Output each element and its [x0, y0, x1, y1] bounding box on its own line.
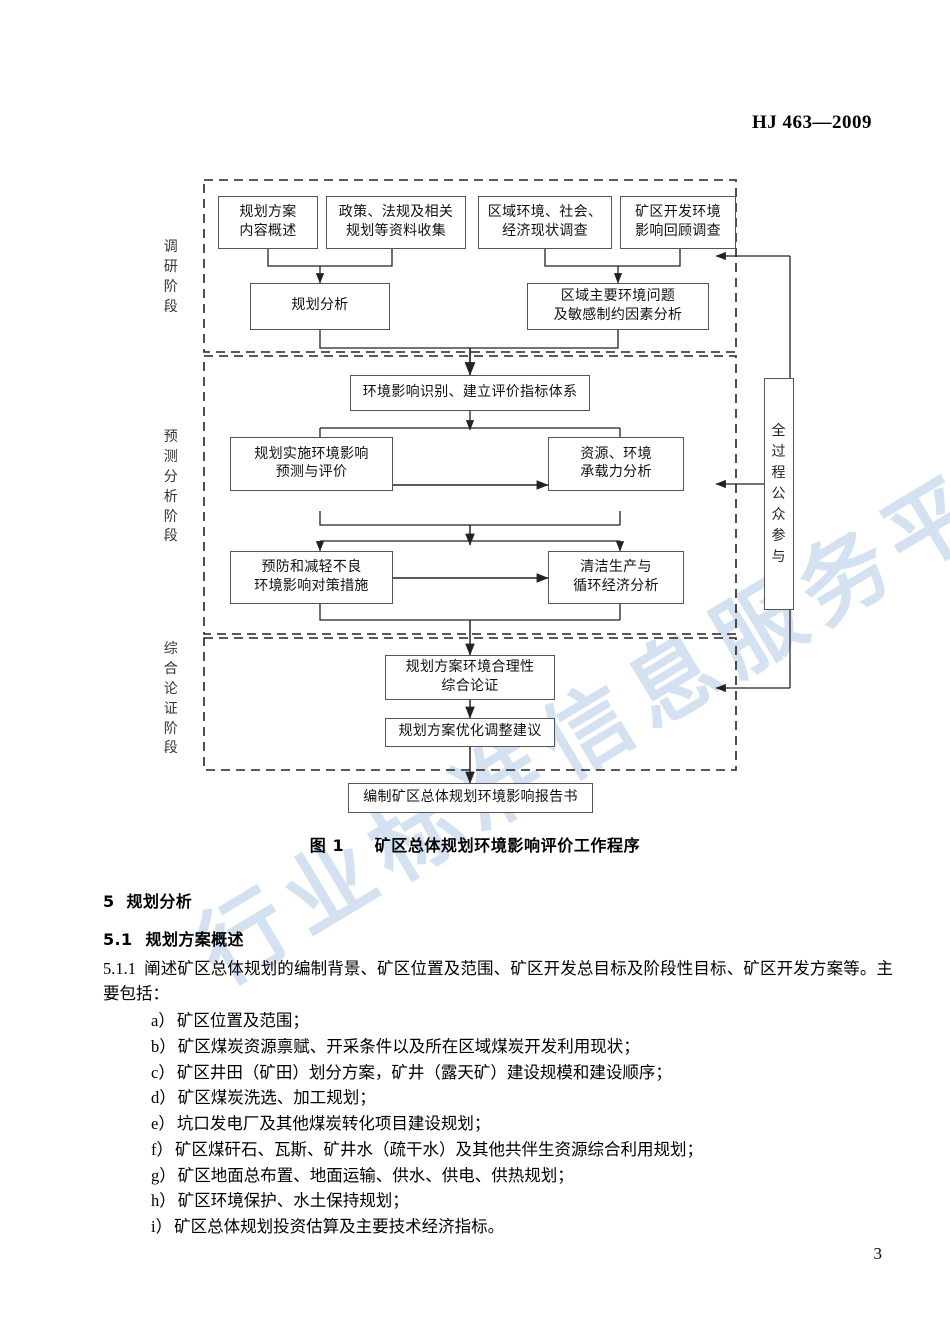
figure-caption: 图 1 矿区总体规划环境影响评价工作程序: [0, 832, 950, 856]
list-item-text: 矿区环境保护、水土保持规划；: [177, 1191, 409, 1211]
heading-section-5-1-title: 规划方案概述: [145, 930, 244, 949]
node-line-1: 预防和减轻不良: [261, 560, 362, 576]
list-item-marker: g）: [151, 1165, 176, 1185]
node-line-2: 及敏感制约因素分析: [553, 307, 683, 323]
node-line-2: 环境影响对策措施: [254, 578, 369, 594]
list-item-text: 矿区煤炭资源禀赋、开采条件以及所在区域煤炭开发利用现状；: [177, 1036, 640, 1056]
node-line-1: 政策、法规及相关: [338, 205, 454, 221]
node-line-2: 循环经济分析: [573, 578, 659, 594]
stage-label-comprehensive: 综合论证阶段: [163, 642, 179, 757]
stage-frame-survey: [203, 179, 737, 353]
node-plan-analysis: 规划分析: [250, 283, 390, 330]
node-line-2: 综合论证: [441, 678, 499, 694]
page-header-standard-code: HJ 463—2009: [751, 112, 872, 133]
node-line-2: 内容概述: [239, 223, 297, 239]
node-regional-key-issues: 区域主要环境问题 及敏感制约因素分析: [527, 283, 709, 330]
node-line-2: 预测与评价: [275, 465, 348, 480]
list-item: f）矿区煤矸石、瓦斯、矿井水（疏干水）及其他共伴生资源综合利用规划；: [103, 1137, 893, 1163]
figure-caption-label: 图 1: [309, 836, 345, 855]
node-mining-development-retro-survey: 矿区开发环境 影响回顾调查: [620, 196, 736, 249]
node-line-1: 规划方案优化调整建议: [398, 724, 542, 740]
node-line-2: 规划等资料收集: [345, 223, 447, 239]
heading-section-5: 5 规划分析: [103, 888, 893, 912]
list-item: g）矿区地面总布置、地面运输、供水、供电、供热规划；: [103, 1163, 893, 1189]
list-item-text: 矿区井田（矿田）划分方案，矿井（露天矿）建设规模和建设顺序；: [176, 1062, 672, 1082]
node-line-1: 资源、环境: [580, 446, 652, 462]
list-item-text: 坑口发电厂及其他煤炭转化项目建设规划；: [176, 1114, 491, 1134]
node-line-1: 环境影响识别、建立评价指标体系: [362, 384, 578, 400]
heading-section-5-number: 5: [103, 892, 115, 911]
page-number: 3: [873, 1244, 883, 1263]
node-line-2: 影响回顾调查: [635, 223, 721, 239]
node-line-1: 规划分析: [291, 298, 349, 314]
list-item-marker: h）: [151, 1191, 176, 1211]
list-item-text: 矿区位置及范围；: [176, 1011, 309, 1031]
list-item-marker: i）: [151, 1217, 173, 1237]
list-item: c）矿区井田（矿田）划分方案，矿井（露天矿）建设规模和建设顺序；: [103, 1060, 893, 1086]
public-participation-box: 全过程公众参与: [764, 378, 794, 610]
figure-flowchart: 调研阶段 预测分析阶段 综合论证阶段 全过程公众参与 规划方案 内容概述 政策、…: [163, 179, 794, 813]
list-item-marker: e）: [151, 1114, 175, 1134]
stage-label-prediction: 预测分析阶段: [163, 430, 179, 545]
node-line-2: 承载力分析: [580, 465, 652, 480]
list-item-marker: c）: [151, 1062, 175, 1082]
list-item-text: 矿区煤炭洗选、加工规划；: [177, 1088, 376, 1108]
node-line-1: 规划方案: [239, 205, 297, 221]
list-item-marker: a）: [151, 1011, 175, 1031]
list-item: b）矿区煤炭资源禀赋、开采条件以及所在区域煤炭开发利用现状；: [103, 1034, 893, 1060]
node-impact-identification-index-system: 环境影响识别、建立评价指标体系: [350, 375, 590, 411]
node-environmental-rationality-argumentation: 规划方案环境合理性 综合论证: [385, 655, 555, 700]
heading-section-5-1-number: 5.1: [103, 930, 133, 949]
node-line-2: 经济现状调查: [502, 223, 588, 239]
node-line-1: 编制矿区总体规划环境影响报告书: [363, 789, 578, 805]
node-line-1: 规划实施环境影响: [254, 446, 369, 462]
heading-section-5-title: 规划分析: [126, 892, 193, 911]
figure-caption-title: 矿区总体规划环境影响评价工作程序: [374, 836, 641, 855]
list-item: i）矿区总体规划投资估算及主要技术经济指标。: [103, 1214, 893, 1240]
list-item-marker: d）: [151, 1088, 176, 1108]
public-participation-label: 全过程公众参与: [771, 423, 787, 565]
list-item-text: 矿区地面总布置、地面运输、供水、供电、供热规划；: [177, 1165, 574, 1185]
clause-5-1-1-item-list: a）矿区位置及范围； b）矿区煤炭资源禀赋、开采条件以及所在区域煤炭开发利用现状…: [103, 1008, 893, 1240]
list-item-text: 矿区煤矸石、瓦斯、矿井水（疏干水）及其他共伴生资源综合利用规划；: [175, 1139, 703, 1159]
list-item-marker: f）: [151, 1139, 173, 1159]
node-line-1: 区域主要环境问题: [560, 289, 676, 305]
clause-5-1-1-number: 5.1.1: [103, 959, 136, 978]
list-item-text: 矿区总体规划投资估算及主要技术经济指标。: [174, 1217, 505, 1237]
node-plan-optimization-suggestions: 规划方案优化调整建议: [385, 718, 555, 747]
node-impact-prediction-evaluation: 规划实施环境影响 预测与评价: [230, 437, 393, 491]
node-plan-content-overview: 规划方案 内容概述: [218, 196, 318, 249]
node-compile-eia-report: 编制矿区总体规划环境影响报告书: [348, 783, 593, 813]
node-line-1: 矿区开发环境: [635, 205, 721, 221]
node-resource-environment-capacity: 资源、环境 承载力分析: [548, 437, 684, 491]
node-regional-environment-survey: 区域环境、社会、 经济现状调查: [478, 196, 612, 249]
list-item: h）矿区环境保护、水土保持规划；: [103, 1188, 893, 1214]
node-cleaner-production-circular-economy: 清洁生产与 循环经济分析: [548, 551, 684, 604]
clause-5-1-1-text: 阐述矿区总体规划的编制背景、矿区位置及范围、矿区开发总目标及阶段性目标、矿区开发…: [103, 959, 893, 1004]
node-policy-regulation-data: 政策、法规及相关 规划等资料收集: [326, 196, 466, 249]
node-line-1: 区域环境、社会、: [487, 205, 603, 221]
list-item: d）矿区煤炭洗选、加工规划；: [103, 1085, 893, 1111]
node-line-1: 规划方案环境合理性: [405, 660, 535, 676]
stage-label-survey: 调研阶段: [163, 240, 179, 315]
node-line-1: 清洁生产与: [580, 560, 652, 576]
heading-section-5-1: 5.1 规划方案概述: [103, 926, 893, 950]
list-item: a）矿区位置及范围；: [103, 1008, 893, 1034]
list-item: e）坑口发电厂及其他煤炭转化项目建设规划；: [103, 1111, 893, 1137]
list-item-marker: b）: [151, 1036, 176, 1056]
node-mitigation-measures: 预防和减轻不良 环境影响对策措施: [230, 551, 393, 604]
